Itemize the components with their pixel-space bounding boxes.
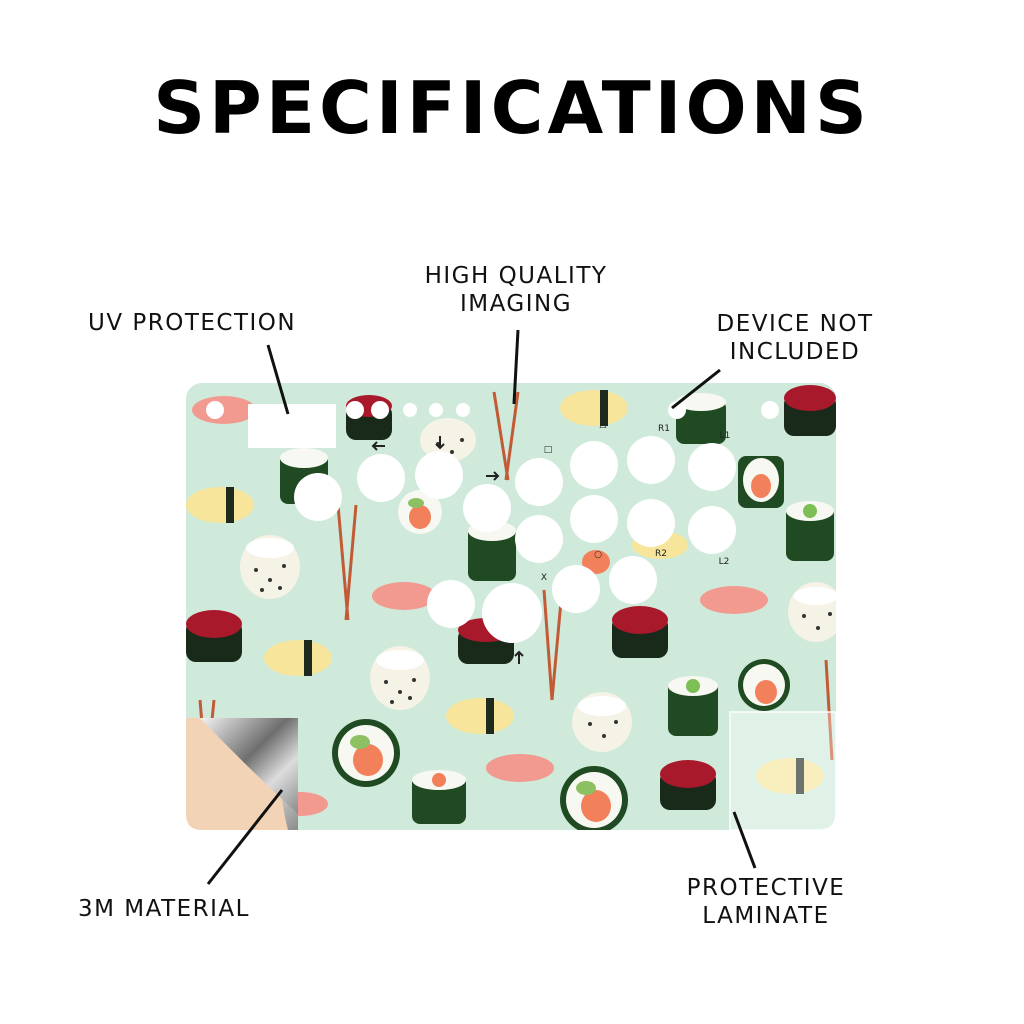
usb-cutout: [248, 404, 336, 448]
sesame-rolls: [240, 418, 836, 752]
salmon-rolls: [332, 490, 790, 830]
callout-lines: [206, 329, 757, 885]
laminate-sheet: [729, 711, 837, 831]
circle-mark: ○: [594, 550, 602, 560]
left-arrow-icon: [371, 441, 385, 451]
laminate-label: PROTECTIVE LAMINATE: [666, 874, 866, 930]
panel-holes-small: [206, 401, 779, 419]
fightstick-panel: □ △ ○ X R1 L1 R2 L2: [186, 383, 837, 831]
device-label-line2: INCLUDED: [729, 339, 861, 365]
button-holes: [294, 436, 736, 643]
up-arrow-icon: [514, 650, 524, 664]
laminate-label-line1: PROTECTIVE: [686, 875, 846, 901]
material-label: 3M MATERIAL: [78, 896, 250, 922]
triangle-mark: △: [600, 420, 607, 430]
device-label-line1: DEVICE NOT: [716, 311, 874, 337]
device-label: DEVICE NOT INCLUDED: [700, 310, 890, 366]
direction-arrows: [371, 436, 524, 664]
peel-corner: [186, 718, 298, 830]
square-mark: □: [544, 445, 553, 455]
egg-nigiri: [186, 390, 824, 794]
imaging-label: HIGH QUALITY IMAGING: [411, 262, 621, 318]
cross-mark: X: [541, 573, 547, 583]
r2-mark: R2: [655, 549, 667, 559]
imaging-label-line1: HIGH QUALITY: [424, 263, 608, 289]
laminate-label-line2: LAMINATE: [702, 903, 830, 929]
uv-protection-label: UV PROTECTION: [88, 310, 297, 336]
l1-mark: L1: [720, 431, 731, 441]
r1-mark: R1: [658, 424, 670, 434]
down-arrow-icon: [435, 436, 445, 450]
roe-gunkan: [186, 385, 836, 810]
sushi-pattern: [186, 385, 836, 830]
imaging-label-line2: IMAGING: [459, 291, 573, 317]
right-arrow-icon: [486, 471, 500, 481]
l2-mark: L2: [719, 557, 730, 567]
page-title: SPECIFICATIONS: [153, 66, 871, 150]
